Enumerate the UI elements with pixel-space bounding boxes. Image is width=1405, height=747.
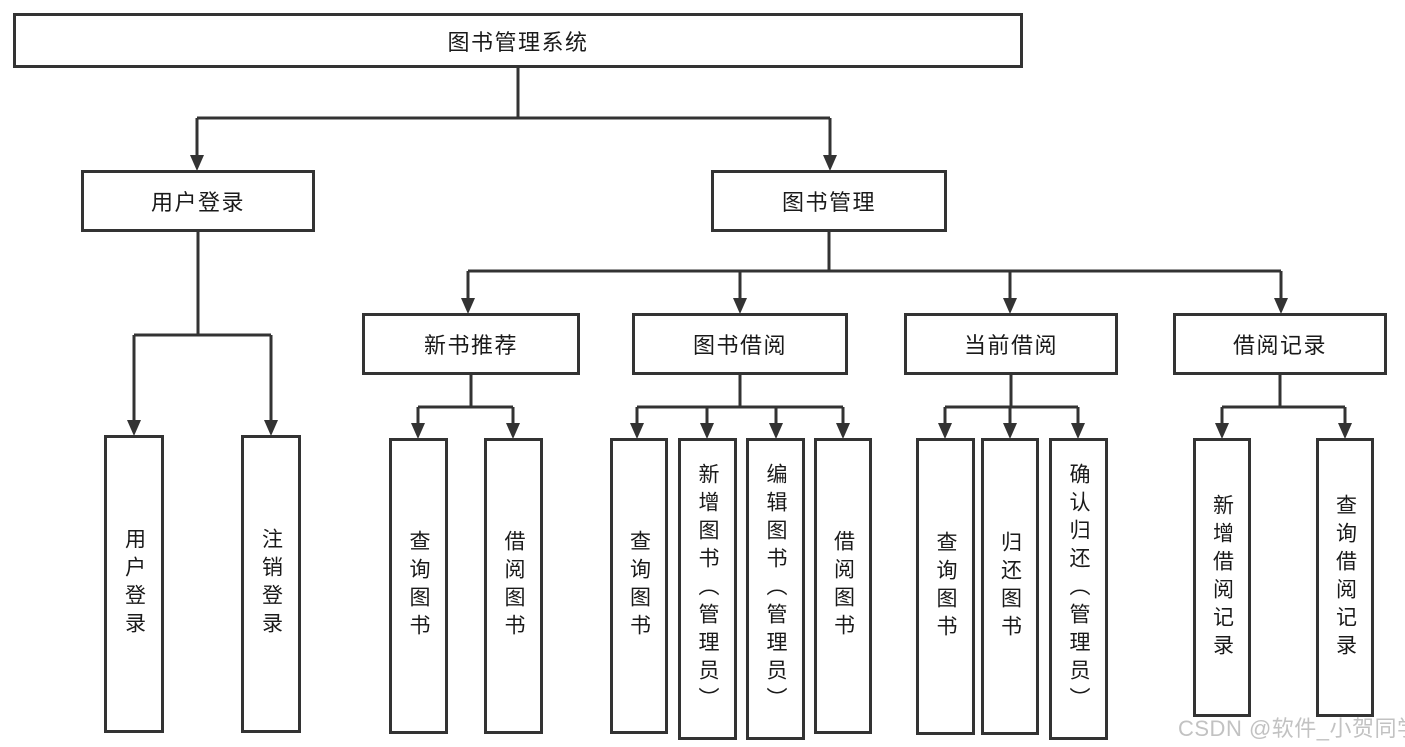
leaf-user-login: 用户登录 bbox=[104, 435, 164, 733]
leaf-borrow-query-books: 查询图书 bbox=[610, 438, 668, 734]
node-borrow-record: 借阅记录 bbox=[1173, 313, 1387, 375]
leaf-record-query-borrow-record: 查询借阅记录 bbox=[1316, 438, 1374, 717]
node-new-book-recommend: 新书推荐 bbox=[362, 313, 580, 375]
leaf-current-confirm-return-admin: 确认归还（管理员） bbox=[1049, 438, 1108, 740]
node-root-system: 图书管理系统 bbox=[13, 13, 1023, 68]
node-book-borrow: 图书借阅 bbox=[632, 313, 848, 375]
leaf-newbook-query-books: 查询图书 bbox=[389, 438, 448, 734]
csdn-watermark: CSDN @软件_小贺同学 bbox=[1178, 716, 1405, 741]
leaf-logout: 注销登录 bbox=[241, 435, 301, 733]
node-current-borrow: 当前借阅 bbox=[904, 313, 1118, 375]
leaf-record-add-borrow-record: 新增借阅记录 bbox=[1193, 438, 1251, 717]
node-book-management: 图书管理 bbox=[711, 170, 947, 232]
leaf-newbook-borrow-books: 借阅图书 bbox=[484, 438, 543, 734]
leaf-current-query-books: 查询图书 bbox=[916, 438, 975, 735]
leaf-borrow-edit-books-admin: 编辑图书（管理员） bbox=[746, 438, 805, 740]
leaf-borrow-add-books-admin: 新增图书（管理员） bbox=[678, 438, 737, 740]
node-user-login: 用户登录 bbox=[81, 170, 315, 232]
leaf-current-return-books: 归还图书 bbox=[981, 438, 1039, 735]
leaf-borrow-borrow-books: 借阅图书 bbox=[814, 438, 872, 734]
